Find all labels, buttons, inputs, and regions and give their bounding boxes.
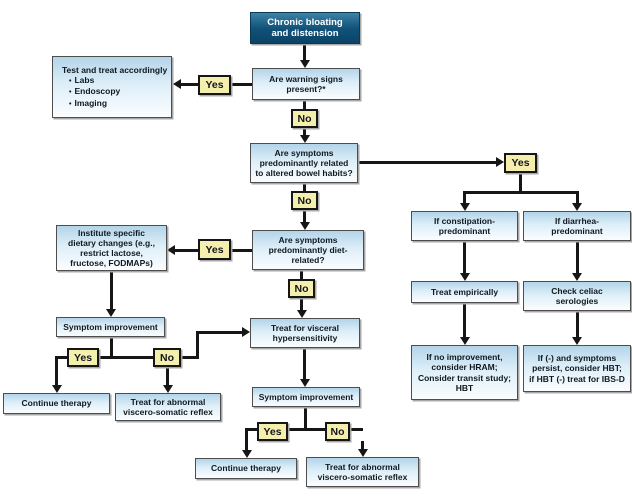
label-no-symptom-left: No (153, 348, 181, 367)
arrowhead-down (300, 60, 310, 68)
arrowhead-down (297, 310, 307, 318)
label-no-bowel: No (291, 191, 318, 210)
connector-line (55, 356, 182, 359)
arrowhead-down (242, 450, 252, 458)
arrowhead-down (460, 337, 470, 345)
label-yes-symptom-left: Yes (67, 348, 99, 367)
node-hbt-ibsd: If (-) and symptoms persist, consider HB… (523, 345, 631, 392)
arrowhead-right (496, 157, 504, 167)
arrowhead-down (572, 273, 582, 281)
arrowhead-left (167, 245, 175, 255)
connector-line (358, 161, 496, 164)
node-chronic-bloating-distension: Chronic bloating and distension (250, 12, 360, 44)
node-continue-therapy-center: Continue therapy (195, 458, 297, 479)
connector-line (196, 331, 199, 359)
connector-line (519, 173, 522, 193)
connector-line (463, 303, 466, 337)
test-treat-title: Test and treat accordingly (62, 64, 168, 75)
node-diet-related-question: Are symptoms predominantly diet- related… (252, 230, 364, 270)
connector-line (196, 331, 242, 334)
arrowhead-left (173, 79, 181, 89)
connector-line (175, 249, 198, 252)
test-treat-item: Endoscopy (74, 86, 121, 97)
label-yes-bowel: Yes (504, 153, 537, 173)
connector-line (576, 311, 579, 337)
arrowhead-down (300, 135, 310, 143)
connector-line (245, 428, 363, 431)
bullet-icon: • (69, 78, 72, 85)
arrowhead-down (106, 309, 116, 317)
arrowhead-down (572, 337, 582, 345)
arrowhead-down (300, 222, 310, 230)
connector-line (576, 241, 579, 273)
connector-line (303, 44, 306, 61)
connector-line (231, 83, 252, 86)
connector-line (182, 356, 199, 359)
connector-line (463, 193, 466, 203)
node-viscero-somatic-left: Treat for abnormal viscero-somatic refle… (115, 393, 221, 421)
bullet-icon: • (69, 100, 72, 108)
test-treat-item: Labs (74, 75, 95, 85)
arrowhead-right (242, 327, 250, 337)
connector-line (110, 337, 113, 357)
connector-line (463, 191, 579, 194)
node-dietary-changes: Institute specific dietary changes (e.g.… (56, 225, 167, 271)
arrowhead-down (52, 385, 62, 393)
connector-line (181, 83, 198, 86)
connector-line (55, 356, 58, 385)
arrowhead-down (460, 203, 470, 211)
node-test-and-treat: Test and treat accordingly •Labs •Endosc… (52, 56, 172, 118)
node-treat-empirically: Treat empirically (411, 281, 518, 303)
label-no-symptom-center: No (325, 422, 350, 441)
label-no-diet: No (288, 279, 315, 298)
node-bowel-habits-question: Are symptoms predominantly related to al… (250, 143, 358, 183)
label-yes-symptom-center: Yes (257, 422, 288, 441)
connector-line (110, 271, 113, 309)
node-constipation-predominant: If constipation- predominant (411, 211, 518, 241)
connector-line (303, 348, 306, 379)
label-yes-diet: Yes (198, 239, 231, 260)
connector-line (231, 249, 252, 252)
arrowhead-down (460, 273, 470, 281)
node-viscero-somatic-center: Treat for abnormal viscero-somatic refle… (306, 457, 419, 487)
arrowhead-down (300, 379, 310, 387)
node-diarrhea-predominant: If diarrhea- predominant (523, 211, 631, 241)
arrowhead-down (358, 449, 368, 457)
connector-line (463, 241, 466, 273)
connector-line (576, 193, 579, 203)
label-yes-warning: Yes (198, 75, 231, 95)
node-symptom-improvement-left: Symptom improvement (56, 317, 165, 337)
node-continue-therapy-left: Continue therapy (3, 393, 110, 414)
arrowhead-down (572, 203, 582, 211)
node-symptom-improvement-center: Symptom improvement (252, 387, 360, 407)
connector-line (304, 407, 307, 429)
bullet-icon: • (69, 89, 72, 97)
test-treat-item: Imaging (74, 97, 108, 108)
arrowhead-down (163, 385, 173, 393)
node-check-celiac-serologies: Check celiac serologies (523, 281, 631, 311)
connector-line (361, 441, 364, 450)
node-visceral-hypersensitivity: Treat for visceral hypersensitivity (250, 318, 360, 348)
label-no-warning: No (291, 109, 318, 128)
connector-line (245, 428, 248, 450)
node-warning-signs: Are warning signs present?* (252, 68, 360, 100)
node-consider-hram: If no improvement, consider HRAM; Consid… (411, 345, 518, 400)
connector-line (166, 367, 169, 385)
